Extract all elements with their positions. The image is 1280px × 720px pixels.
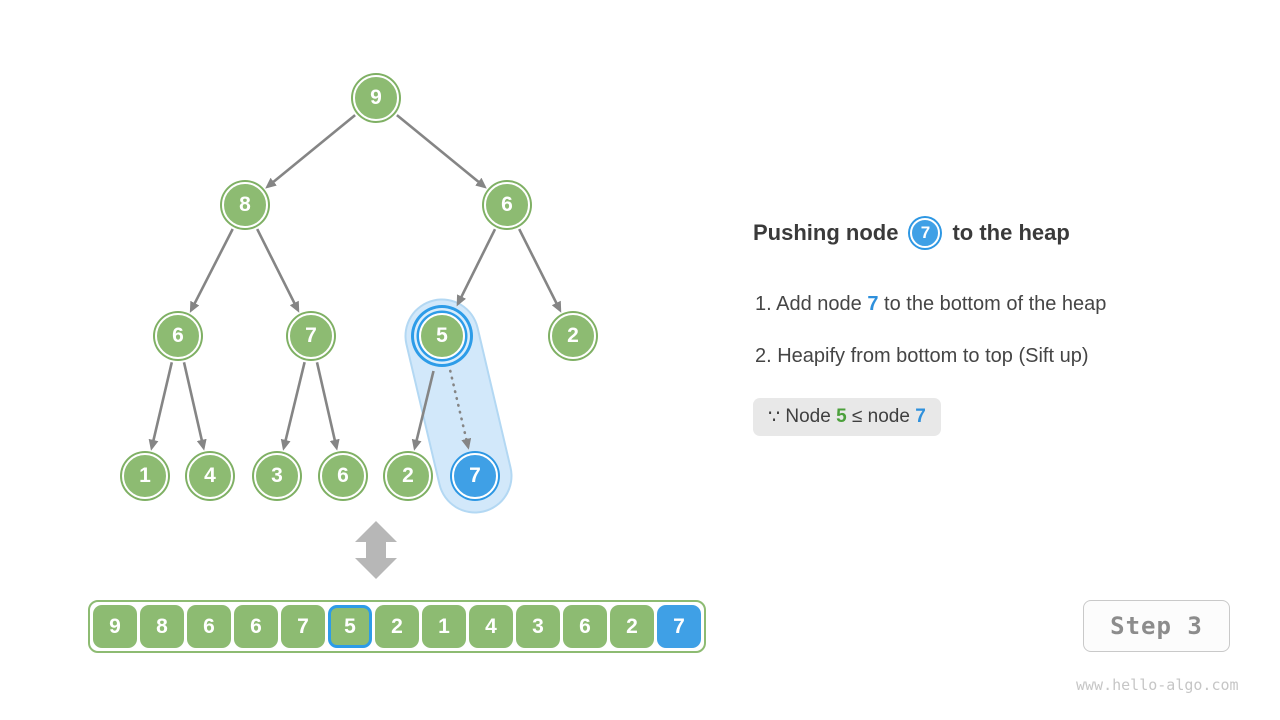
step-1-text: 1. Add node [755, 293, 862, 315]
tree-node-inserted: 7 [452, 453, 498, 499]
tree-edge [256, 228, 300, 313]
tree-node: 1 [122, 453, 168, 499]
array-cell: 6 [187, 605, 231, 648]
tree-node: 8 [222, 182, 268, 228]
array-cell: 2 [375, 605, 419, 648]
tree-node: 6 [320, 453, 366, 499]
inserted-node-badge: 7 [910, 218, 941, 248]
comparison-note: ∵ Node 5 ≤ node 7 [753, 398, 941, 436]
step-indicator: Step 3 [1083, 600, 1230, 652]
array-cell: 9 [93, 605, 137, 648]
array-cell-highlighted: 5 [328, 605, 372, 648]
note-text-mid: node [867, 406, 910, 427]
tree-edge [148, 362, 174, 451]
tree-edge [315, 362, 340, 451]
tree-edges-layer [148, 114, 562, 579]
tree-node-root: 9 [353, 75, 399, 121]
heap-array: 9 8 6 6 7 5 2 1 4 3 6 2 7 [88, 600, 706, 653]
panel-title-suffix: to the heap [952, 220, 1070, 245]
array-cell: 2 [610, 605, 654, 648]
array-cell: 1 [422, 605, 466, 648]
tree-node: 7 [288, 313, 334, 359]
step-1-node-value: 7 [867, 293, 879, 315]
array-cell-inserted: 7 [657, 605, 701, 648]
tree-edge [518, 228, 562, 313]
tree-edges [148, 114, 562, 451]
tree-edge [411, 370, 435, 451]
tree-node: 2 [550, 313, 596, 359]
tree-node: 2 [385, 453, 431, 499]
swap-arrow-icon [355, 521, 397, 579]
array-cell: 4 [469, 605, 513, 648]
array-cell: 6 [234, 605, 278, 648]
tree-node: 4 [187, 453, 233, 499]
instruction-step-2: 2. Heapify from bottom to top (Sift up) [755, 345, 1089, 367]
tree-edge [280, 361, 306, 451]
tree-edge [189, 228, 234, 313]
less-equal-symbol: ≤ [851, 406, 863, 427]
tree-edge [182, 362, 207, 451]
tree-edge [396, 114, 487, 189]
instruction-step-1: 1. Add node 7 to the bottom of the heap [755, 293, 1106, 316]
array-cell: 3 [516, 605, 560, 648]
sift-up-dotted-edge-arrow [448, 369, 472, 450]
array-cell: 8 [140, 605, 184, 648]
because-symbol: ∵ [768, 406, 781, 428]
note-right-value: 7 [915, 406, 926, 427]
step-1-text-suffix: to the bottom of the heap [884, 293, 1107, 315]
array-cell: 7 [281, 605, 325, 648]
tree-node: 6 [155, 313, 201, 359]
tree-edge [456, 228, 497, 307]
note-left-value: 5 [836, 406, 847, 427]
watermark: www.hello-algo.com [1076, 676, 1239, 694]
panel-title-prefix: Pushing node [753, 220, 899, 245]
array-cell: 6 [563, 605, 607, 648]
note-text: Node [785, 406, 831, 427]
tree-node: 6 [484, 182, 530, 228]
tree-edge [265, 114, 356, 189]
panel-title: Pushing node 7 to the heap [753, 214, 1070, 252]
tree-node-highlighted: 5 [419, 313, 465, 359]
tree-node: 3 [254, 453, 300, 499]
